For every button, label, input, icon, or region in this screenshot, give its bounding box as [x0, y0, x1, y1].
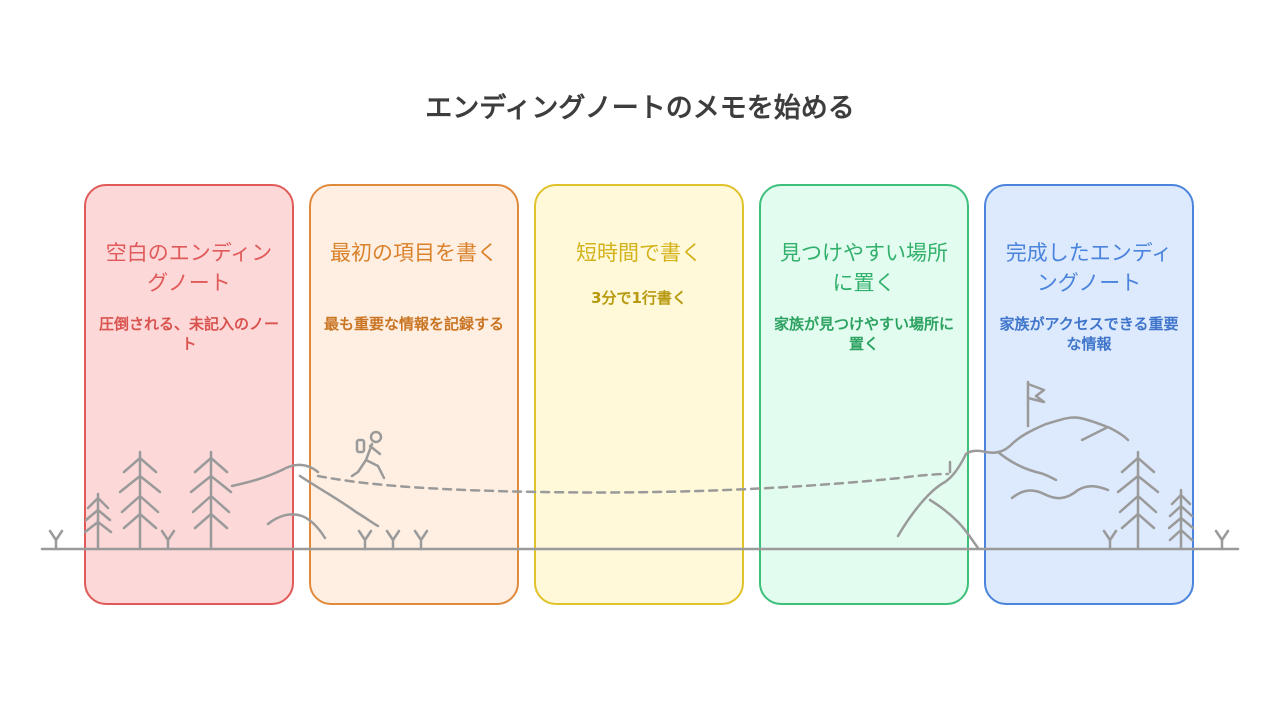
step-description: 家族が見つけやすい場所に置く — [773, 315, 954, 353]
pine-tree-icon — [83, 492, 113, 551]
step-card-completed-note: 完成したエンディングノート 家族がアクセスできる重要な情報 — [984, 184, 1194, 605]
mountain-icon — [896, 416, 1130, 550]
grass-sprout-icon — [160, 529, 176, 551]
step-description: 圧倒される、未記入のノート — [98, 315, 279, 353]
pine-tree-icon — [1167, 488, 1195, 551]
step-card-short-time: 短時間で書く 3分で1行書く — [534, 184, 744, 605]
grass-sprout-icon — [1214, 529, 1230, 551]
step-title: 見つけやすい場所に置く — [780, 241, 948, 295]
pine-tree-icon — [1116, 450, 1160, 551]
step-title: 完成したエンディングノート — [1005, 241, 1173, 295]
hill-line-icon — [230, 463, 380, 540]
grass-sprout-icon — [385, 529, 401, 551]
hiker-icon — [350, 430, 386, 480]
step-card-first-item: 最初の項目を書く 最も重要な情報を記録する — [309, 184, 519, 605]
step-card-easy-place: 見つけやすい場所に置く 家族が見つけやすい場所に置く — [759, 184, 969, 605]
grass-sprout-icon — [413, 529, 429, 551]
step-card-blank-note: 空白のエンディングノート 圧倒される、未記入のノート — [84, 184, 294, 605]
flag-icon — [1026, 380, 1046, 428]
diagram-title: エンディングノートのメモを始める — [425, 93, 855, 124]
trail-path — [316, 472, 950, 494]
pine-tree-icon — [118, 450, 162, 551]
grass-sprout-icon — [1102, 529, 1118, 551]
step-description: 最も重要な情報を記録する — [323, 315, 504, 333]
step-title: 最初の項目を書く — [330, 241, 498, 265]
grass-sprout-icon — [48, 529, 64, 551]
step-description: 3分で1行書く — [591, 289, 687, 307]
step-title: 空白のエンディングノート — [105, 241, 273, 295]
step-title: 短時間で書く — [576, 241, 702, 265]
step-description: 家族がアクセスできる重要な情報 — [999, 315, 1179, 353]
grass-sprout-icon — [357, 529, 373, 551]
pine-tree-icon — [189, 450, 233, 551]
